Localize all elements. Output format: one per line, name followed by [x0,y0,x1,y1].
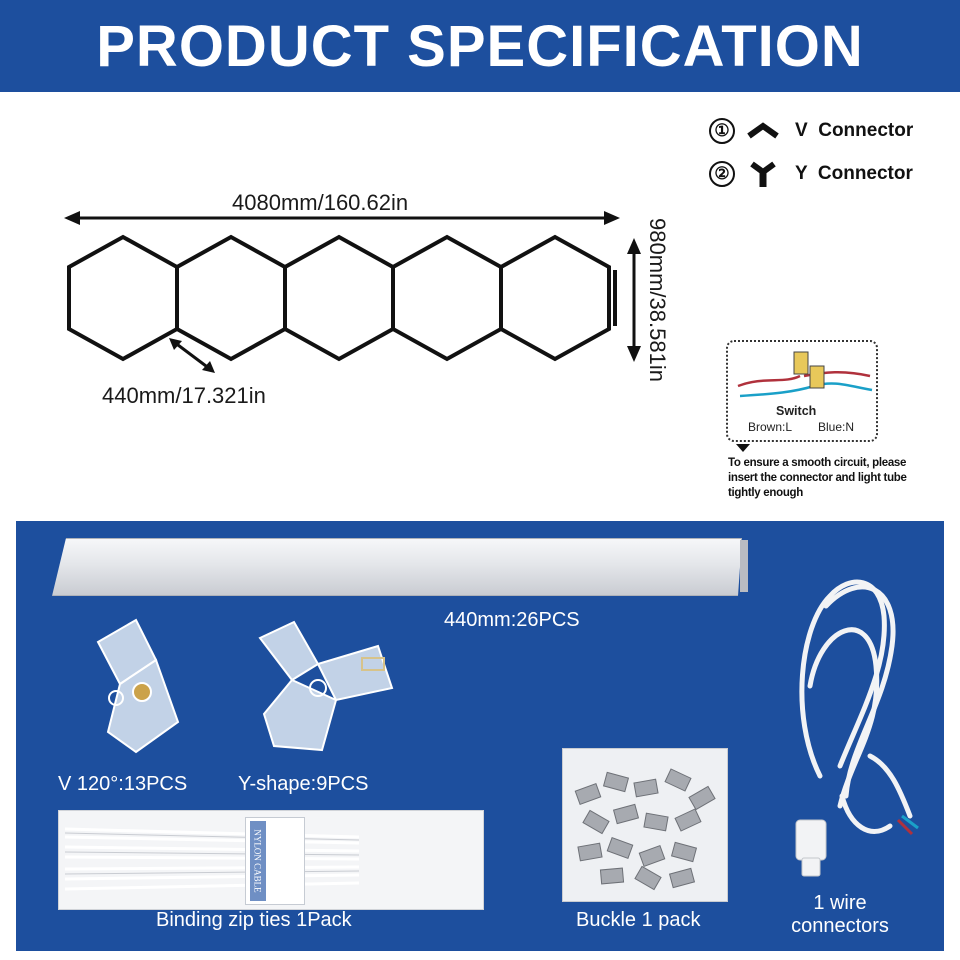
legend-number: ① [709,118,735,144]
zip-ties-bag-text: NYLON CABLE [253,829,263,893]
side-arrow-icon [169,338,215,373]
wiring-note: To ensure a smooth circuit, please inser… [728,457,907,499]
width-dimension-label: 4080mm/160.62in [232,190,409,215]
light-tube-end [740,540,748,592]
zip-ties-label-card: NYLON CABLE [245,817,305,905]
light-tube-image [48,538,742,596]
switch-label: Switch [776,404,817,418]
y-connector-caption: Y-shape:9PCS [238,773,369,795]
height-dimension-label: 980mm/38.581in [645,218,671,382]
blue-wire-label: Blue:N [818,420,855,434]
buckle-caption: Buckle 1 pack [576,909,701,931]
wire-caption-line1: 1 wire [813,892,867,914]
zip-ties-image: NYLON CABLE [58,810,484,910]
buckle-image [562,748,728,902]
v-connector-icon [743,121,783,141]
legend-item-y-connector: ② Y Connector [709,160,913,188]
height-arrow-icon [627,238,641,362]
wire-connector-image [795,579,919,877]
title-banner: PRODUCT SPECIFICATION [0,0,960,92]
hexagon-frame-diagram [67,234,617,362]
legend-label: V Connector [795,120,914,141]
wire-connector-icon [737,351,873,398]
v-connector-image [96,618,180,754]
zip-ties-caption: Binding zip ties 1Pack [156,909,352,931]
y-connector-image [258,620,394,752]
side-dimension-label: 440mm/17.321in [102,383,266,408]
wire-caption-line2: connectors [791,915,889,937]
brown-wire-label: Brown:L [748,420,793,434]
width-arrow-icon [64,211,620,225]
legend-number: ② [709,161,735,187]
legend-item-v-connector: ① V Connector [709,118,913,144]
legend-label: Y Connector [795,163,913,184]
tube-caption: 440mm:26PCS [444,609,580,631]
page-title: PRODUCT SPECIFICATION [96,13,864,79]
wire-connectors-caption: 1 wire connectors [780,892,900,938]
v-connector-caption: V 120°:13PCS [58,773,188,795]
wiring-diagram: Switch Brown:L Blue:N [726,340,878,442]
y-connector-icon [743,160,783,188]
pointer-icon [736,444,750,452]
